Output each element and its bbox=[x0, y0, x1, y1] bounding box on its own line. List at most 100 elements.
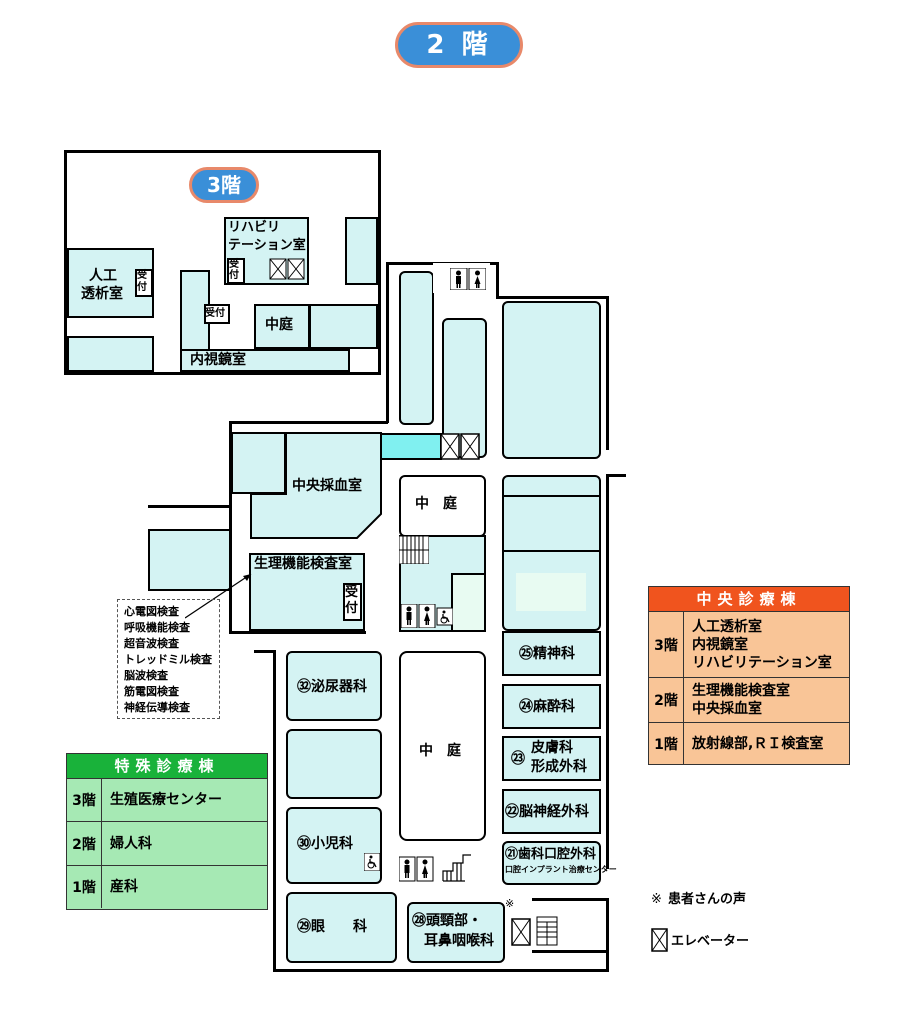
room-physiology-uketsuke bbox=[343, 583, 362, 621]
room-ophthalmology-label: ㉙眼 科 bbox=[297, 919, 367, 935]
wall-segment bbox=[229, 631, 366, 634]
exam-item: 呼吸機能検査 bbox=[124, 621, 190, 634]
floor3-rehab-uketsuke bbox=[227, 258, 245, 284]
special-floor-label: 1階 bbox=[67, 866, 102, 908]
central-item: 人工透析室 bbox=[692, 618, 762, 635]
room-center-inner bbox=[451, 573, 486, 632]
wall-segment bbox=[496, 262, 499, 298]
room-anesthesia bbox=[502, 684, 601, 729]
legend-voice-label: 患者さんの声 bbox=[668, 892, 747, 907]
courtyard-main bbox=[399, 651, 486, 841]
room-dental-label: ㉑歯科口腔外科 bbox=[505, 847, 597, 862]
room-physiology-label: 生理機能検査室 bbox=[254, 556, 352, 572]
room-pediatrics bbox=[286, 807, 382, 884]
room-dental bbox=[502, 841, 601, 885]
restroom-south-icon bbox=[398, 853, 475, 883]
room-urology bbox=[286, 651, 382, 721]
patient-voice-marker: ※ bbox=[505, 897, 515, 910]
floor3-endoscopy-room bbox=[180, 349, 350, 372]
room-physiology-uketsuke-label: 受付 bbox=[345, 585, 359, 616]
room-urology-label: ㉜泌尿器科 bbox=[297, 679, 367, 695]
special-item: 産科 bbox=[110, 879, 138, 895]
central-building-table: 中央診療棟 3階 人工透析室 内視鏡室 リハビリテーション室 2階 生理機能検査… bbox=[648, 586, 850, 765]
restroom-center-icon bbox=[400, 603, 454, 629]
wall-segment bbox=[386, 263, 389, 423]
floor3-dialysis-label-1: 人工 bbox=[89, 268, 117, 284]
central-table-row: 2階 生理機能検査室 中央採血室 bbox=[649, 677, 849, 722]
room-neurosurgery bbox=[502, 789, 601, 834]
room-dermatology bbox=[502, 736, 601, 781]
floor3-rehab-label-2: テーション室 bbox=[228, 238, 306, 253]
wall-segment bbox=[148, 505, 232, 508]
special-floor-label: 3階 bbox=[67, 779, 102, 821]
room-east-mid-divider bbox=[502, 495, 601, 497]
floor3-corridor bbox=[67, 226, 378, 232]
central-building-title: 中央診療棟 bbox=[649, 587, 849, 611]
central-item: 内視鏡室 bbox=[692, 636, 748, 653]
special-item: 生殖医療センター bbox=[110, 792, 222, 808]
room-east-mid-divider bbox=[502, 550, 601, 552]
wall-segment bbox=[532, 950, 609, 953]
courtyard-top-label: 中 庭 bbox=[415, 496, 457, 512]
floor3-dialysis-uketsuke-label: 受付 bbox=[137, 270, 147, 293]
room-psychiatry-label: ㉕精神科 bbox=[519, 646, 575, 662]
wall-segment bbox=[606, 474, 609, 869]
exam-item: トレッドミル検査 bbox=[124, 653, 212, 666]
room-ent bbox=[407, 902, 505, 963]
floor3-elevator-icon bbox=[269, 258, 305, 280]
room-blood-collection bbox=[250, 432, 382, 539]
central-item: 生理機能検査室 bbox=[692, 683, 790, 699]
exam-item: 脳波検査 bbox=[124, 669, 168, 682]
wall-segment bbox=[229, 421, 388, 424]
floor3-rehab-uketsuke-label: 受付 bbox=[229, 259, 239, 281]
legend-elevator-icon bbox=[651, 928, 668, 952]
exam-item: 超音波検査 bbox=[124, 637, 179, 650]
floor3-badge: 3階 bbox=[189, 167, 259, 203]
central-item: リハビリテーション室 bbox=[692, 654, 832, 671]
wall-segment bbox=[606, 474, 626, 477]
room-dermatology-num: ㉓ bbox=[511, 751, 525, 767]
restroom-north-icon bbox=[449, 267, 487, 291]
wall-segment bbox=[254, 650, 276, 653]
room-psychiatry bbox=[502, 631, 601, 676]
wall-segment bbox=[273, 650, 276, 972]
room-ent-label-1: ㉘頭頸部・ bbox=[412, 913, 482, 929]
wall-segment bbox=[606, 296, 609, 450]
exam-item: 心電図検査 bbox=[124, 605, 179, 618]
room-pediatrics-label: ㉚小児科 bbox=[297, 836, 353, 852]
special-building-title: 特殊診療棟 bbox=[67, 754, 267, 778]
room-anesthesia-label: ㉔麻酔科 bbox=[519, 699, 575, 715]
special-building-table: 特殊診療棟 3階 生殖医療センター 2階 婦人科 1階 産科 bbox=[66, 753, 268, 910]
wall-segment bbox=[229, 424, 232, 508]
special-table-row: 3階 生殖医療センター bbox=[67, 778, 267, 821]
floor3-courtyard-right bbox=[309, 304, 378, 349]
exam-item: 神経伝導検査 bbox=[124, 701, 190, 714]
floor3-dialysis-label-2: 透析室 bbox=[81, 286, 123, 302]
room-dermatology-label-1: 皮膚科 bbox=[531, 740, 573, 756]
wall-segment bbox=[606, 900, 609, 972]
floor-badge: 2 階 bbox=[395, 22, 523, 68]
special-table-row: 1階 産科 bbox=[67, 865, 267, 908]
legend-elevator-label: エレベーター bbox=[671, 934, 750, 949]
room-east-top bbox=[502, 301, 601, 459]
courtyard-main-label: 中 庭 bbox=[419, 743, 461, 759]
floor3-inset: 3階 リハビリ テーション室 受付 人工 透析室 受付 受付 中庭 内視鏡室 bbox=[64, 150, 381, 375]
accessible-toilet-icon bbox=[363, 852, 381, 872]
room-ophthalmology bbox=[286, 892, 397, 963]
special-table-row: 2階 婦人科 bbox=[67, 821, 267, 865]
floor3-courtyard-label: 中庭 bbox=[265, 317, 293, 333]
special-floor-label: 2階 bbox=[67, 822, 102, 865]
floor3-rehab-label-1: リハビリ bbox=[228, 220, 281, 235]
room-dental-sublabel: 口腔インプラント治療センター bbox=[505, 865, 617, 874]
floor3-endoscopy-label: 内視鏡室 bbox=[190, 352, 246, 368]
legend-voice-symbol: ※ bbox=[651, 892, 662, 907]
floor3-uketsuke-label: 受付 bbox=[205, 308, 225, 319]
room-blood-collection-label: 中央採血室 bbox=[292, 478, 362, 494]
floor3-uketsuke-room bbox=[204, 304, 230, 324]
wall-segment bbox=[532, 898, 609, 901]
elevator-south-icon bbox=[511, 918, 531, 946]
floor3-dialysis-uketsuke bbox=[135, 269, 153, 297]
central-item: 中央採血室 bbox=[692, 701, 762, 717]
central-floor-label: 2階 bbox=[649, 678, 684, 722]
stairs-icon bbox=[398, 535, 430, 565]
